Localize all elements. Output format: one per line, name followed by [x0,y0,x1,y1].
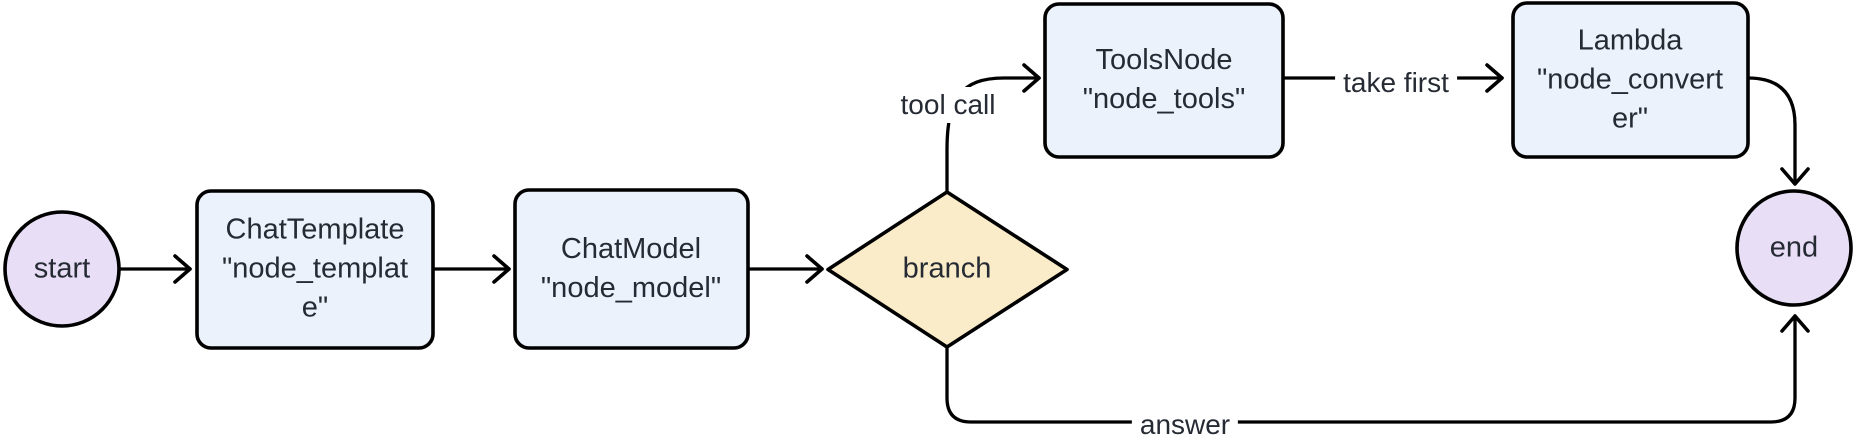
chat-model-node [513,188,750,350]
edge-branch-to-end [945,314,1810,424]
tools-node [1043,2,1285,159]
chat-template-node [195,189,435,350]
edge-label-take-first: take first [1335,65,1457,101]
edge-label-tool-call: tool call [892,87,1004,123]
edge-label-answer: answer [1131,407,1239,440]
end-node [1735,189,1853,307]
start-node [3,210,121,328]
lambda-converter-node [1511,1,1750,159]
edge-converter-to-end [1746,76,1810,186]
branch-decision-node [826,190,1069,349]
